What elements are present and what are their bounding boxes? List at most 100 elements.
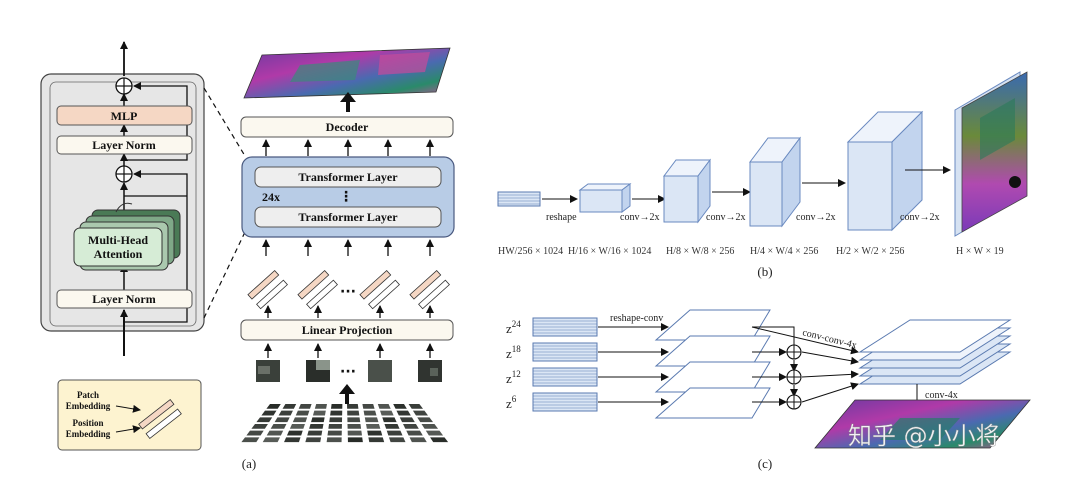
- legend-position-arrow: [115, 425, 141, 434]
- mlp-box: [56, 105, 193, 126]
- z-token-stacks: [532, 317, 598, 412]
- reshape-label: reshape: [546, 212, 577, 223]
- segmentation-region-1: [290, 60, 360, 82]
- input-patch-cell: [330, 410, 343, 416]
- image-patches: [256, 360, 442, 382]
- transformer-to-decoder-arrows: [262, 139, 434, 156]
- input-patch-cell: [347, 410, 360, 416]
- input-patch-cell: [270, 424, 287, 429]
- input-patch-cell: [282, 404, 297, 409]
- input-patch-cell: [380, 410, 394, 416]
- add-circles-c: [786, 344, 802, 410]
- input-patch-cell: [377, 404, 391, 409]
- legend-token-icon: [138, 399, 182, 439]
- zoom-line-top: [203, 87, 246, 157]
- conv-label-1: conv→2x: [620, 212, 659, 223]
- input-patch-cell: [307, 430, 323, 436]
- embedding-tokens: [247, 269, 450, 310]
- legend-patch-line2: Embedding: [66, 401, 111, 411]
- layer-norm-top-label: Layer Norm: [92, 138, 155, 152]
- layer-norm-top-box: [56, 135, 193, 155]
- input-patch-cell: [305, 437, 322, 443]
- dim-label-4: H/4 × W/4 × 256: [750, 246, 818, 257]
- legend-patch-line1: Patch: [77, 390, 99, 400]
- zoom-line-bottom: [203, 231, 246, 319]
- input-patch-cell: [330, 404, 343, 409]
- input-patch-cell: [246, 430, 264, 436]
- input-patch-cell: [363, 410, 377, 416]
- input-patch-cell: [421, 424, 439, 429]
- layer-norm-bottom-label: Layer Norm: [92, 292, 155, 306]
- input-patch-cell: [326, 437, 342, 443]
- linear-projection-box: [240, 319, 454, 341]
- input-patch-cell: [286, 430, 303, 436]
- embedding-to-transformer-arrows: [262, 239, 434, 256]
- reshape-conv-label: reshape-conv: [610, 313, 663, 324]
- input-patch-cell: [409, 437, 427, 443]
- input-patch-cell: [241, 437, 260, 443]
- decoder-box: [240, 116, 454, 138]
- token-ellipsis: ···: [340, 284, 356, 300]
- transformer-layer-bottom-label: Transformer Layer: [298, 210, 398, 224]
- input-patch-cell: [408, 404, 423, 409]
- conv-label-2: conv→2x: [706, 212, 745, 223]
- transformer-layer-top-box: [254, 166, 442, 188]
- input-patch-cell: [289, 424, 305, 429]
- input-patch-cell: [347, 424, 362, 429]
- caption-b: (b): [757, 264, 772, 279]
- vertical-ellipsis: ⋮: [339, 189, 353, 205]
- input-patch-cell: [425, 430, 444, 436]
- image-to-patches-arrow: [339, 384, 355, 404]
- watermark-text: 知乎 @小小将: [848, 422, 1000, 450]
- input-patch-cell: [266, 430, 284, 436]
- dim-label-1: HW/256 × 1024: [498, 246, 563, 257]
- input-patch-cell: [311, 417, 325, 423]
- fused-feature-planes: [858, 319, 1012, 385]
- input-patch-cell: [292, 417, 308, 423]
- input-patch-cell: [251, 424, 268, 429]
- z-label-18: z18: [506, 344, 521, 361]
- input-patch-cell: [367, 430, 383, 436]
- input-patch-cell: [314, 404, 327, 409]
- input-patch-cell: [284, 437, 301, 443]
- input-patch-cell: [347, 404, 359, 409]
- conv-conv-label: conv-conv-4x: [801, 327, 858, 351]
- conv-label-3: conv→2x: [796, 212, 835, 223]
- patch-ellipsis: ···: [340, 364, 356, 380]
- dim-label-2: H/16 × W/16 × 1024: [568, 246, 651, 257]
- input-patch-cell: [312, 410, 326, 416]
- attention-label-line2: Attention: [94, 247, 143, 261]
- input-patch-cell: [368, 437, 385, 443]
- dim-label-5: H/2 × W/2 × 256: [836, 246, 904, 257]
- legend-box: [57, 379, 202, 451]
- attention-label-line1: Multi-Head: [88, 233, 148, 247]
- input-patch-cell: [382, 417, 397, 423]
- repeat-count-label: 24x: [262, 190, 280, 204]
- final-segmentation-region: [880, 418, 960, 440]
- transformer-layer-bottom-box: [254, 206, 442, 228]
- input-patch-cell: [347, 437, 363, 443]
- caption-a: (a): [242, 456, 256, 471]
- legend-position-line1: Position: [72, 418, 103, 428]
- input-patch-cell: [309, 424, 324, 429]
- input-patch-cell: [256, 417, 273, 423]
- input-patch-cell: [362, 404, 375, 409]
- multi-head-attention-stack: [73, 202, 181, 271]
- projection-to-embedding-arrows: [264, 305, 434, 318]
- input-patch-cell: [366, 424, 381, 429]
- feature-cube-4: [846, 110, 924, 232]
- input-patch-cell: [364, 417, 379, 423]
- input-patch-cell: [388, 437, 406, 443]
- z-label-6: z6: [506, 394, 517, 411]
- input-patch-cell: [430, 437, 449, 443]
- input-patch-cell: [295, 410, 310, 416]
- input-patch-cell: [417, 417, 434, 423]
- add-circle-mid: [115, 165, 133, 183]
- input-patch-cell: [403, 424, 419, 429]
- input-patch-cell: [384, 424, 400, 429]
- input-patch-cell: [298, 404, 312, 409]
- conv-4x-label: conv-4x: [925, 390, 958, 401]
- panel-b: reshape conv→2x conv→2x conv→2x: [497, 71, 1028, 279]
- input-patch-cell: [274, 417, 290, 423]
- feature-cube-2: [663, 158, 711, 224]
